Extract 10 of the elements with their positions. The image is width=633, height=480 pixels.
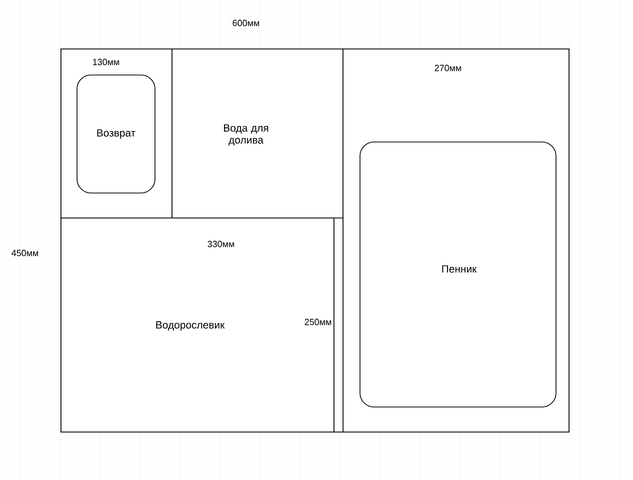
compartment: Вода для долива [172,48,344,218]
dimension-label: 330мм [208,240,234,248]
rounded-box: Пенник [360,142,556,408]
dimension-label: 270мм [434,64,462,72]
rounded-box: Возврат [76,74,156,194]
dimension-label: 600мм [232,20,260,26]
dimension-label: 130мм [93,58,120,66]
partition-strip [334,218,344,432]
dimension-label: 250мм [304,318,332,326]
dimension-label: 450мм [12,250,38,256]
